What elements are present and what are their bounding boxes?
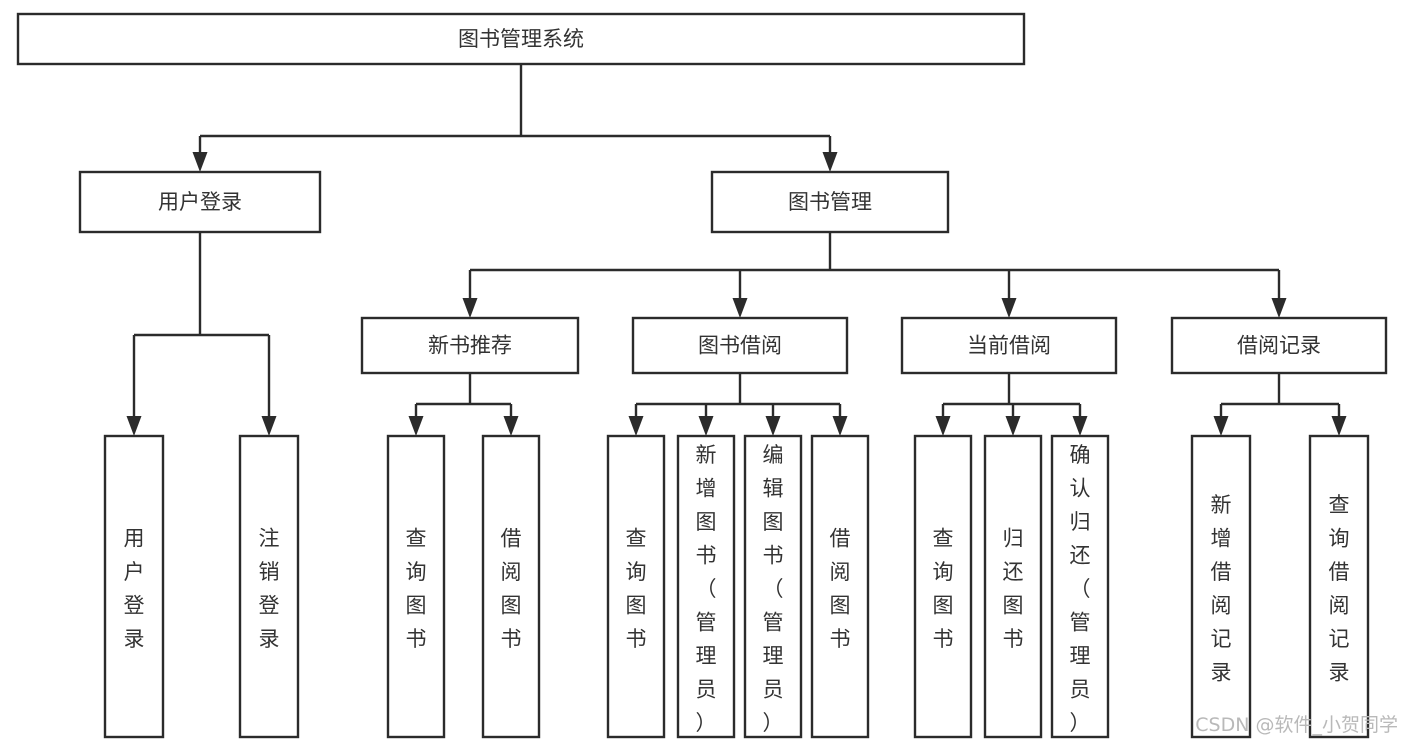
node-l3_5[interactable]: 新增图书（管理员） xyxy=(676,434,736,739)
node-box[interactable] xyxy=(631,316,849,375)
node-box[interactable] xyxy=(360,316,580,375)
connector-arrowhead xyxy=(1001,298,1017,318)
node-box[interactable] xyxy=(810,434,870,739)
node-l3_4[interactable]: 查询图书 xyxy=(606,434,666,739)
node-label: 编辑图书（管理员） xyxy=(763,443,784,735)
node-l3_6[interactable]: 编辑图书（管理员） xyxy=(743,434,803,739)
node-label: 新书推荐 xyxy=(428,334,512,358)
node-box[interactable] xyxy=(743,434,803,739)
node-box[interactable] xyxy=(238,434,300,739)
node-box[interactable] xyxy=(1190,434,1252,739)
node-label: 新增图书（管理员） xyxy=(696,443,717,735)
node-l3_1[interactable]: 注销登录 xyxy=(238,434,300,739)
node-box[interactable] xyxy=(1170,316,1388,375)
connector-arrowhead xyxy=(261,416,277,436)
node-l3_9[interactable]: 归还图书 xyxy=(983,434,1043,739)
node-label: 查询图书 xyxy=(933,527,954,652)
connector-arrowhead xyxy=(822,152,838,172)
node-box[interactable] xyxy=(983,434,1043,739)
node-l2_0[interactable]: 新书推荐 xyxy=(360,316,580,375)
connector-arrowhead xyxy=(1271,298,1287,318)
node-l3_3[interactable]: 借阅图书 xyxy=(481,434,541,739)
node-box[interactable] xyxy=(606,434,666,739)
node-label: 注销登录 xyxy=(259,527,280,652)
node-label: 图书管理系统 xyxy=(458,27,584,51)
connector-arrowhead xyxy=(503,416,519,436)
node-label: 图书借阅 xyxy=(698,334,782,358)
node-l1_0[interactable]: 用户登录 xyxy=(78,170,322,234)
connector-arrowhead xyxy=(192,152,208,172)
node-l3_11[interactable]: 新增借阅记录 xyxy=(1190,434,1252,739)
node-l3_8[interactable]: 查询图书 xyxy=(913,434,973,739)
node-box[interactable] xyxy=(1050,434,1110,739)
node-label: 查询借阅记录 xyxy=(1329,493,1350,685)
connector-layer xyxy=(126,64,1347,436)
node-l2_3[interactable]: 借阅记录 xyxy=(1170,316,1388,375)
connector-arrowhead xyxy=(698,416,714,436)
connector-arrowhead xyxy=(628,416,644,436)
node-label: 借阅图书 xyxy=(501,527,522,652)
node-l2_1[interactable]: 图书借阅 xyxy=(631,316,849,375)
node-label: 用户登录 xyxy=(158,190,242,214)
node-l1_1[interactable]: 图书管理 xyxy=(710,170,950,234)
node-label: 确认归还（管理员） xyxy=(1070,443,1091,735)
node-label: 借阅记录 xyxy=(1237,334,1321,358)
csdn-watermark: CSDN @软件_小贺同学 xyxy=(1195,714,1398,736)
node-l3_7[interactable]: 借阅图书 xyxy=(810,434,870,739)
node-l3_0[interactable]: 用户登录 xyxy=(103,434,165,739)
node-box[interactable] xyxy=(676,434,736,739)
node-box[interactable] xyxy=(103,434,165,739)
node-box[interactable] xyxy=(1308,434,1370,739)
node-label: 归还图书 xyxy=(1003,527,1024,652)
connector-arrowhead xyxy=(935,416,951,436)
node-label: 查询图书 xyxy=(406,527,427,652)
node-layer: 图书管理系统用户登录图书管理新书推荐图书借阅当前借阅借阅记录用户登录注销登录查询… xyxy=(16,12,1388,739)
connector-arrowhead xyxy=(126,416,142,436)
node-l3_10[interactable]: 确认归还（管理员） xyxy=(1050,434,1110,739)
connector-arrowhead xyxy=(462,298,478,318)
connector-arrowhead xyxy=(1331,416,1347,436)
node-box[interactable] xyxy=(710,170,950,234)
node-root[interactable]: 图书管理系统 xyxy=(16,12,1026,66)
node-label: 新增借阅记录 xyxy=(1211,493,1232,685)
node-l3_2[interactable]: 查询图书 xyxy=(386,434,446,739)
node-box[interactable] xyxy=(78,170,322,234)
node-label: 借阅图书 xyxy=(830,527,851,652)
connector-arrowhead xyxy=(1213,416,1229,436)
node-label: 用户登录 xyxy=(124,527,145,652)
node-label: 查询图书 xyxy=(626,527,647,652)
connector-arrowhead xyxy=(1005,416,1021,436)
connector-arrowhead xyxy=(1072,416,1088,436)
node-box[interactable] xyxy=(16,12,1026,66)
node-label: 图书管理 xyxy=(788,190,872,214)
node-label: 当前借阅 xyxy=(967,334,1051,358)
connector-arrowhead xyxy=(408,416,424,436)
node-box[interactable] xyxy=(481,434,541,739)
connector-arrowhead xyxy=(832,416,848,436)
connector-arrowhead xyxy=(765,416,781,436)
node-l3_12[interactable]: 查询借阅记录 xyxy=(1308,434,1370,739)
node-box[interactable] xyxy=(900,316,1118,375)
node-box[interactable] xyxy=(386,434,446,739)
node-l2_2[interactable]: 当前借阅 xyxy=(900,316,1118,375)
connector-arrowhead xyxy=(732,298,748,318)
node-box[interactable] xyxy=(913,434,973,739)
